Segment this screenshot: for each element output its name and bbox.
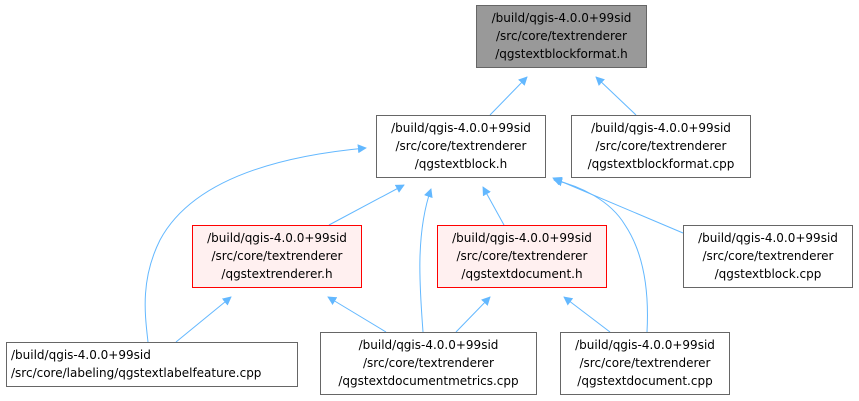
node-line: /build/qgis-4.0.0+99sid xyxy=(452,231,592,245)
edge-metrics-to-block xyxy=(419,188,433,333)
edge-labelfeature-to-renderer xyxy=(175,296,232,343)
node-line: /src/core/textrenderer xyxy=(579,356,711,370)
node-qgstextblockformat-h: /build/qgis-4.0.0+99sid /src/core/textre… xyxy=(476,5,647,68)
node-line: /build/qgis-4.0.0+99sid xyxy=(575,338,715,352)
edge-metrics-to-document xyxy=(455,296,491,333)
node-qgstextlabelfeature-cpp[interactable]: /build/qgis-4.0.0+99sid /src/core/labeli… xyxy=(6,342,298,387)
edge-doccpp-to-block xyxy=(553,177,648,333)
node-line: /qgstextrenderer.h xyxy=(221,267,333,281)
edge-renderer-to-block xyxy=(328,184,405,226)
node-qgstextdocument-cpp[interactable]: /build/qgis-4.0.0+99sid /src/core/textre… xyxy=(560,332,730,395)
node-line: /qgstextdocument.cpp xyxy=(577,374,713,388)
node-line: /src/core/textrenderer xyxy=(595,139,727,153)
node-line: /qgstextblock.cpp xyxy=(714,267,822,281)
node-qgstextblock-h[interactable]: /build/qgis-4.0.0+99sid /src/core/textre… xyxy=(376,115,546,178)
node-line: /src/core/textrenderer xyxy=(211,249,343,263)
node-line: /build/qgis-4.0.0+99sid xyxy=(491,11,632,25)
node-line: /build/qgis-4.0.0+99sid xyxy=(207,231,347,245)
node-line: /build/qgis-4.0.0+99sid xyxy=(591,121,731,135)
node-qgstextblockformat-cpp[interactable]: /build/qgis-4.0.0+99sid /src/core/textre… xyxy=(571,115,751,178)
node-qgstextblock-cpp[interactable]: /build/qgis-4.0.0+99sid /src/core/textre… xyxy=(683,225,853,288)
node-line: /src/core/labeling/qgstextlabelfeature.c… xyxy=(11,366,262,380)
edge-fmtcpp-to-root xyxy=(595,76,637,116)
node-qgstextrenderer-h[interactable]: /build/qgis-4.0.0+99sid /src/core/textre… xyxy=(192,225,362,288)
edge-block-to-root xyxy=(489,76,528,116)
edge-labelfeature-to-block xyxy=(144,144,367,343)
node-line: /src/core/textrenderer xyxy=(702,249,834,263)
node-qgstextdocument-h[interactable]: /build/qgis-4.0.0+99sid /src/core/textre… xyxy=(437,225,607,288)
edge-doccpp-to-document xyxy=(563,296,611,333)
node-line: /src/core/textrenderer xyxy=(456,249,588,263)
node-line: /build/qgis-4.0.0+99sid xyxy=(358,338,499,352)
node-line: /qgstextblock.h xyxy=(414,157,508,171)
node-line: /src/core/textrenderer xyxy=(496,29,627,43)
node-line: /qgstextdocumentmetrics.cpp xyxy=(338,374,519,388)
node-line: /qgstextblockformat.cpp xyxy=(587,157,735,171)
node-line: /src/core/textrenderer xyxy=(363,356,494,370)
edge-document-to-block xyxy=(482,186,505,226)
edge-blockcpp-to-block xyxy=(552,177,684,234)
node-line: /build/qgis-4.0.0+99sid xyxy=(698,231,838,245)
node-line: /build/qgis-4.0.0+99sid xyxy=(11,348,151,362)
node-line: /qgstextblockformat.h xyxy=(495,47,628,61)
node-line: /qgstextdocument.h xyxy=(461,267,583,281)
node-line: /build/qgis-4.0.0+99sid xyxy=(391,121,531,135)
edge-metrics-to-renderer xyxy=(327,296,387,333)
node-qgstextdocumentmetrics-cpp[interactable]: /build/qgis-4.0.0+99sid /src/core/textre… xyxy=(320,332,537,395)
node-line: /src/core/textrenderer xyxy=(395,139,527,153)
